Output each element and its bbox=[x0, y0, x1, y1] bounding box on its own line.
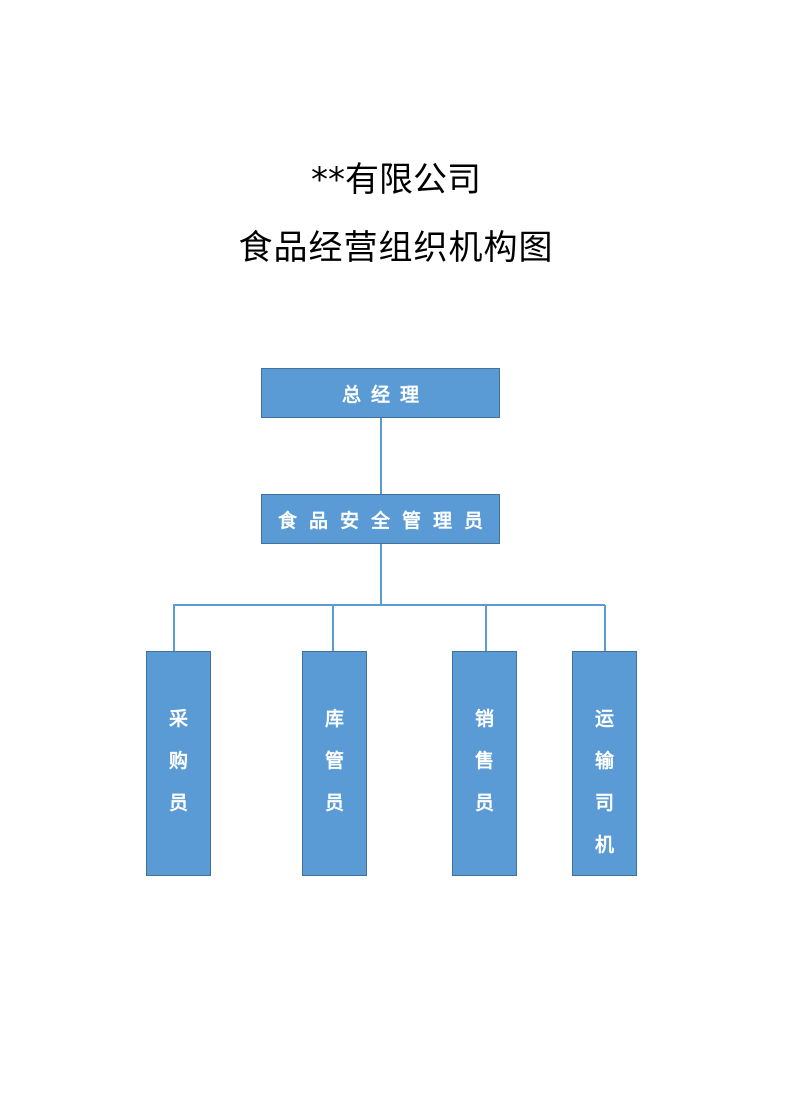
org-node-char: 员 bbox=[474, 792, 494, 814]
org-node-char: 机 bbox=[594, 834, 614, 856]
org-node-char: 库 bbox=[324, 708, 344, 730]
org-node-salesperson: 销 售 员 bbox=[452, 651, 517, 876]
org-node-char: 员 bbox=[324, 792, 344, 814]
org-node-food-safety-manager: 食品安全管理员 bbox=[261, 494, 500, 544]
connector-level2-to-bus bbox=[380, 544, 382, 605]
org-node-warehouse-keeper: 库 管 员 bbox=[302, 651, 367, 876]
org-node-label: 食品安全管理员 bbox=[277, 509, 495, 532]
connector-drop-driver bbox=[604, 605, 606, 651]
connector-drop-sales bbox=[485, 605, 487, 651]
org-node-char: 运 bbox=[594, 708, 614, 730]
org-node-char: 售 bbox=[474, 750, 494, 772]
org-node-char: 购 bbox=[168, 750, 188, 772]
org-node-char: 采 bbox=[168, 708, 188, 730]
org-node-driver: 运 输 司 机 bbox=[572, 651, 637, 876]
connector-drop-purchaser bbox=[173, 605, 175, 651]
org-node-char: 销 bbox=[474, 708, 494, 730]
org-node-purchaser: 采 购 员 bbox=[146, 651, 211, 876]
org-node-char: 管 bbox=[324, 750, 344, 772]
org-node-label: 总经理 bbox=[341, 383, 429, 406]
connector-drop-warehouse bbox=[332, 605, 334, 651]
org-node-general-manager: 总经理 bbox=[261, 368, 500, 418]
org-node-char: 输 bbox=[594, 750, 614, 772]
connector-root-to-level2 bbox=[380, 418, 382, 494]
chart-title: 食品经营组织机构图 bbox=[238, 228, 554, 268]
org-node-char: 员 bbox=[168, 792, 188, 814]
company-title: **有限公司 bbox=[311, 160, 481, 200]
connector-horizontal-bus bbox=[173, 604, 605, 606]
org-node-char: 司 bbox=[594, 792, 614, 814]
